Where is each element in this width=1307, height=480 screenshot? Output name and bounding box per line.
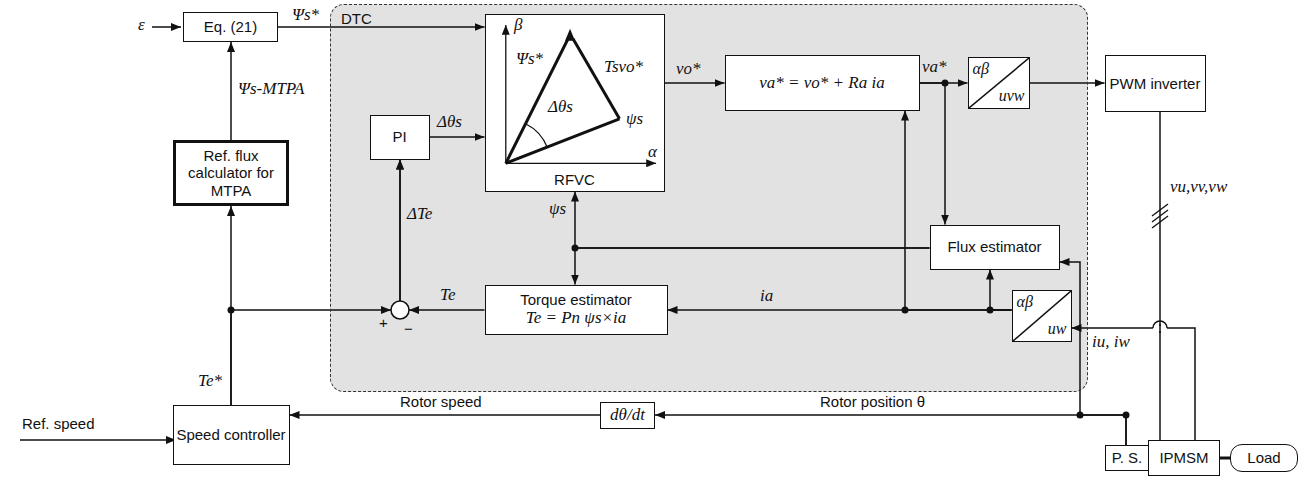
signal-line [278, 26, 485, 28]
signal-label: Te [440, 286, 455, 303]
box-label: Torque estimator [520, 291, 632, 308]
diagram-label: Ref. speed [22, 416, 95, 431]
signal-label: Ψs* [292, 6, 319, 23]
diagram-label: Δθs [548, 98, 573, 115]
signal-line [990, 270, 1012, 311]
line-jump [1153, 321, 1167, 328]
box-label: va* = vo* + Ra ia [759, 73, 884, 93]
equation-block: Eq. (21) [183, 12, 278, 42]
signal-label: Rotor position θ [820, 394, 925, 409]
box-label: IPMSM [1159, 449, 1208, 466]
signal-label: Δθs [437, 113, 462, 130]
box-label: DTC [341, 10, 372, 27]
signal-line [230, 42, 232, 140]
signal-label: Ψs-MTPA [238, 80, 304, 97]
rfvc-block: RFVC [485, 14, 665, 192]
signal-label: vo* [676, 60, 701, 77]
signal-label: ψs [549, 200, 566, 217]
input-line [20, 439, 176, 441]
box-label: Ref. flux calculator for MTPA [176, 147, 286, 199]
diagram-label: Ψs* [516, 50, 543, 67]
box-label: αβ [973, 60, 989, 78]
signal-label: ia [760, 287, 773, 304]
diagram-label: ψs [626, 110, 643, 127]
signal-line [290, 414, 601, 416]
signal-line [655, 415, 1126, 445]
junction-dots [228, 80, 1130, 419]
diagram-label: β [514, 16, 522, 33]
speed-controller: Speed controller [173, 405, 290, 465]
signal-line [575, 192, 930, 249]
signal-line [1159, 112, 1161, 440]
input-line [152, 26, 181, 28]
diagram-label: − [404, 321, 413, 336]
signal-line [400, 160, 485, 311]
coordinate-transform: αβuvw [968, 57, 1030, 109]
three-phase-mark [1152, 204, 1168, 228]
signal-line [1030, 82, 1105, 84]
coordinate-transform: αβuw [1012, 290, 1072, 342]
dtc-region: DTC RFVCPIva* = vo* + Ra ia αβuvwFlux es… [330, 4, 1088, 392]
arrow-head [409, 306, 419, 314]
signal-label: va* [922, 58, 947, 75]
diagram-label: + [379, 315, 388, 330]
box-label: uw [1048, 320, 1067, 338]
box-label: Load [1247, 449, 1280, 466]
pi-controller: PI [370, 115, 430, 160]
box-label: Speed controller [176, 426, 285, 443]
pwm-inverter: PWM inverter [1105, 55, 1206, 112]
box-label: RFVC [554, 171, 595, 188]
box-label: dθ/dt [610, 405, 645, 425]
signal-label: iu, iw [1092, 333, 1130, 350]
diagram-label: ε [138, 16, 145, 33]
signal-line [665, 82, 725, 84]
signal-line [920, 83, 946, 225]
diagram-label: α [648, 143, 657, 160]
box-label: P. S. [1112, 449, 1143, 466]
summing-junction [391, 301, 409, 319]
vector-diagram [486, 15, 664, 191]
signal-label: Te* [198, 372, 222, 389]
box-label: PI [392, 128, 406, 145]
voltage-equation-block: va* = vo* + Ra ia [725, 55, 920, 111]
signal-label: vu,vv,vw [1170, 178, 1227, 195]
diagram-label: Tsvo* [604, 58, 643, 75]
mtpa-flux-calculator: Ref. flux calculator for MTPA [173, 140, 289, 206]
load: Load [1230, 444, 1298, 472]
flux-estimator: Flux estimator [930, 225, 1060, 270]
box-label: uvw [999, 87, 1025, 105]
signal-line [1072, 328, 1196, 440]
position-sensor: P. S. [1105, 445, 1149, 471]
motor-shaft [1220, 457, 1230, 460]
box-label: αβ [1017, 293, 1033, 311]
signal-label: Rotor speed [400, 394, 482, 409]
signal-line [905, 111, 1012, 311]
differentiator: dθ/dt [600, 402, 655, 429]
wire [1159, 324, 1161, 333]
box-label: Flux estimator [947, 238, 1041, 255]
torque-estimator: Torque estimatorTe = Pn ψs×ia [485, 285, 668, 335]
motor: IPMSM [1148, 440, 1220, 476]
box-label: Te = Pn ψs×ia [526, 308, 626, 328]
signal-line [430, 136, 485, 138]
box-label: Eq. (21) [204, 18, 257, 35]
box-label: PWM inverter [1110, 75, 1201, 92]
signal-line [575, 248, 930, 285]
arrow-head [381, 306, 391, 314]
dtc-ground [330, 4, 1088, 392]
signal-label: ΔTe [407, 205, 432, 222]
